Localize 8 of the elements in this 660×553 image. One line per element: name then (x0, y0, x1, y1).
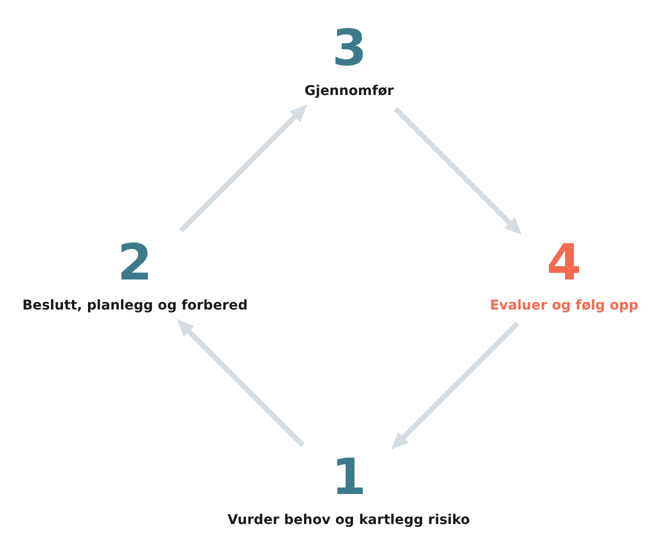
arrow (179, 104, 308, 232)
arrow (394, 106, 522, 235)
node-text: 4 Evaluer og følg opp (490, 233, 638, 314)
arrow (176, 318, 305, 447)
arrow (391, 320, 520, 450)
node-text: 1 Vurder behov og kartlegg risiko (228, 448, 470, 528)
node-text: 2 Beslutt, planlegg og forbered (22, 233, 248, 314)
node-text: 3 Gjennomfør (304, 18, 394, 99)
